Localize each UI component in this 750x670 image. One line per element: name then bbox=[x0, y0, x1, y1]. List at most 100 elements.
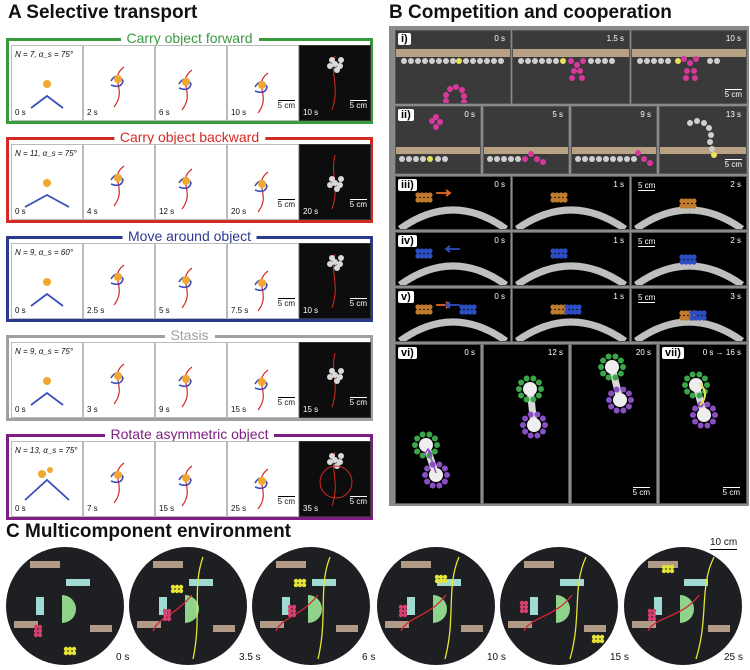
row-label: Rotate asymmetric object bbox=[104, 426, 275, 442]
time-label: 25 s bbox=[724, 652, 743, 663]
trajectory-panel: 12 s bbox=[155, 144, 227, 220]
section-c-title: C Multicomponent environment bbox=[6, 521, 291, 542]
row-label: Carry object backward bbox=[113, 129, 266, 145]
time-label: 15 s bbox=[610, 652, 629, 663]
time-label: 12 s bbox=[159, 207, 175, 216]
time-label: 0 s bbox=[494, 292, 505, 301]
b-ii-panel-4: 13 s 5 cm bbox=[659, 106, 747, 174]
scale-bar: 5 cm bbox=[722, 487, 740, 497]
arena-snapshot bbox=[624, 547, 742, 665]
transport-row: Carry object backward N = 11, α_s = 75°0 … bbox=[6, 129, 373, 223]
time-label: 0 s → 16 s bbox=[702, 348, 741, 357]
trajectory-panel: 2 s bbox=[83, 45, 155, 121]
scale-bar: 5 cm bbox=[638, 293, 656, 303]
trajectory-panel: 9 s bbox=[155, 342, 227, 418]
c-scale-bar: 10 cm bbox=[710, 537, 738, 550]
scale-bar: 5 cm bbox=[277, 298, 295, 308]
trajectory-panel: 10 s 5 cm bbox=[227, 45, 299, 121]
time-label: 25 s bbox=[231, 504, 247, 513]
trajectory-panel: 2.5 s bbox=[83, 243, 155, 319]
trajectory-panel: N = 9, α_s = 75°0 s bbox=[11, 342, 83, 418]
section-b-title: B Competition and cooperation bbox=[389, 2, 672, 23]
b-row-v-label: v) bbox=[398, 291, 414, 303]
b-i-panel-3: 10 s 5 cm bbox=[631, 30, 747, 104]
time-label: 6 s bbox=[362, 652, 376, 663]
scale-bar: 5 cm bbox=[349, 298, 367, 308]
scale-bar: 5 cm bbox=[349, 100, 367, 110]
scale-bar: 5 cm bbox=[632, 487, 650, 497]
time-label: 9 s bbox=[159, 405, 170, 414]
scale-bar: 5 cm bbox=[724, 89, 742, 99]
time-label: 35 s bbox=[303, 504, 319, 513]
b-row-vi-label: vi) bbox=[398, 347, 417, 359]
param-label: N = 9, α_s = 75° bbox=[15, 347, 74, 356]
trajectory-panel: 4 s bbox=[83, 144, 155, 220]
arena-snapshot bbox=[500, 547, 618, 665]
b-ii-panel-3: 9 s bbox=[571, 106, 657, 174]
time-label: 0 s bbox=[15, 207, 26, 216]
trajectory-panel: 6 s bbox=[155, 45, 227, 121]
time-label: 0 s bbox=[15, 306, 26, 315]
b-iii-panel: 2 s 5 cm bbox=[631, 176, 747, 230]
b-ii-panel-1: 0 s ii) bbox=[395, 106, 481, 174]
time-label: 1 s bbox=[613, 236, 624, 245]
b-vi-panel: 20 s 5 cm bbox=[571, 344, 657, 504]
time-label: 2 s bbox=[730, 236, 741, 245]
scale-bar: 5 cm bbox=[277, 199, 295, 209]
scale-bar: 5 cm bbox=[638, 181, 656, 191]
time-label: 2 s bbox=[730, 180, 741, 189]
trajectory-panel: 3 s bbox=[83, 342, 155, 418]
time-label: 10 s bbox=[231, 108, 247, 117]
trajectory-panel: N = 13, α_s = 75°0 s bbox=[11, 441, 83, 517]
trajectory-panel: 15 s 5 cm bbox=[227, 342, 299, 418]
time-label: 15 s bbox=[231, 405, 247, 414]
arena-snapshot bbox=[252, 547, 370, 665]
arena-snapshot bbox=[6, 547, 124, 665]
trajectory-panel: N = 11, α_s = 75°0 s bbox=[11, 144, 83, 220]
b-row-iii-label: iii) bbox=[398, 179, 417, 191]
time-label: 20 s bbox=[231, 207, 247, 216]
scale-bar: 5 cm bbox=[277, 100, 295, 110]
time-label: 3 s bbox=[87, 405, 98, 414]
b-vi-panel: 0 s vi) bbox=[395, 344, 481, 504]
scale-bar: 5 cm bbox=[277, 397, 295, 407]
b-i-panel-1: 0 s i) bbox=[395, 30, 511, 104]
time-label: 7.5 s bbox=[231, 306, 249, 315]
b-row-ii-label: ii) bbox=[398, 109, 414, 121]
trajectory-panel: 20 s 5 cm bbox=[227, 144, 299, 220]
b-row-i-label: i) bbox=[398, 33, 411, 45]
time-label: 0 s bbox=[494, 236, 505, 245]
time-label: 1 s bbox=[613, 292, 624, 301]
trajectory-panel: 15 s 5 cm bbox=[299, 342, 371, 418]
scale-bar: 5 cm bbox=[349, 496, 367, 506]
time-label: 15 s bbox=[159, 504, 175, 513]
time-label: 4 s bbox=[87, 207, 98, 216]
trajectory-panel: 7.5 s 5 cm bbox=[227, 243, 299, 319]
trajectory-panel: 5 s bbox=[155, 243, 227, 319]
trajectory-panel: 35 s 5 cm bbox=[299, 441, 371, 517]
time-label: 0 s bbox=[464, 348, 475, 357]
param-label: N = 13, α_s = 75° bbox=[15, 446, 78, 455]
transport-row: Rotate asymmetric object N = 13, α_s = 75… bbox=[6, 426, 373, 520]
arena-snapshot bbox=[377, 547, 495, 665]
time-label: 15 s bbox=[303, 405, 319, 414]
b-v-panel: 1 s bbox=[512, 288, 630, 342]
time-label: 20 s bbox=[635, 348, 651, 357]
b-iv-panel: 1 s bbox=[512, 232, 630, 286]
section-a-title: A Selective transport bbox=[8, 2, 198, 23]
time-label: 2.5 s bbox=[87, 306, 105, 315]
b-i-panel-2: 1.5 s bbox=[512, 30, 630, 104]
arena-snapshot bbox=[129, 547, 247, 665]
time-label: 3.5 s bbox=[239, 652, 261, 663]
time-label: 10 s bbox=[487, 652, 506, 663]
scale-bar: 5 cm bbox=[349, 397, 367, 407]
